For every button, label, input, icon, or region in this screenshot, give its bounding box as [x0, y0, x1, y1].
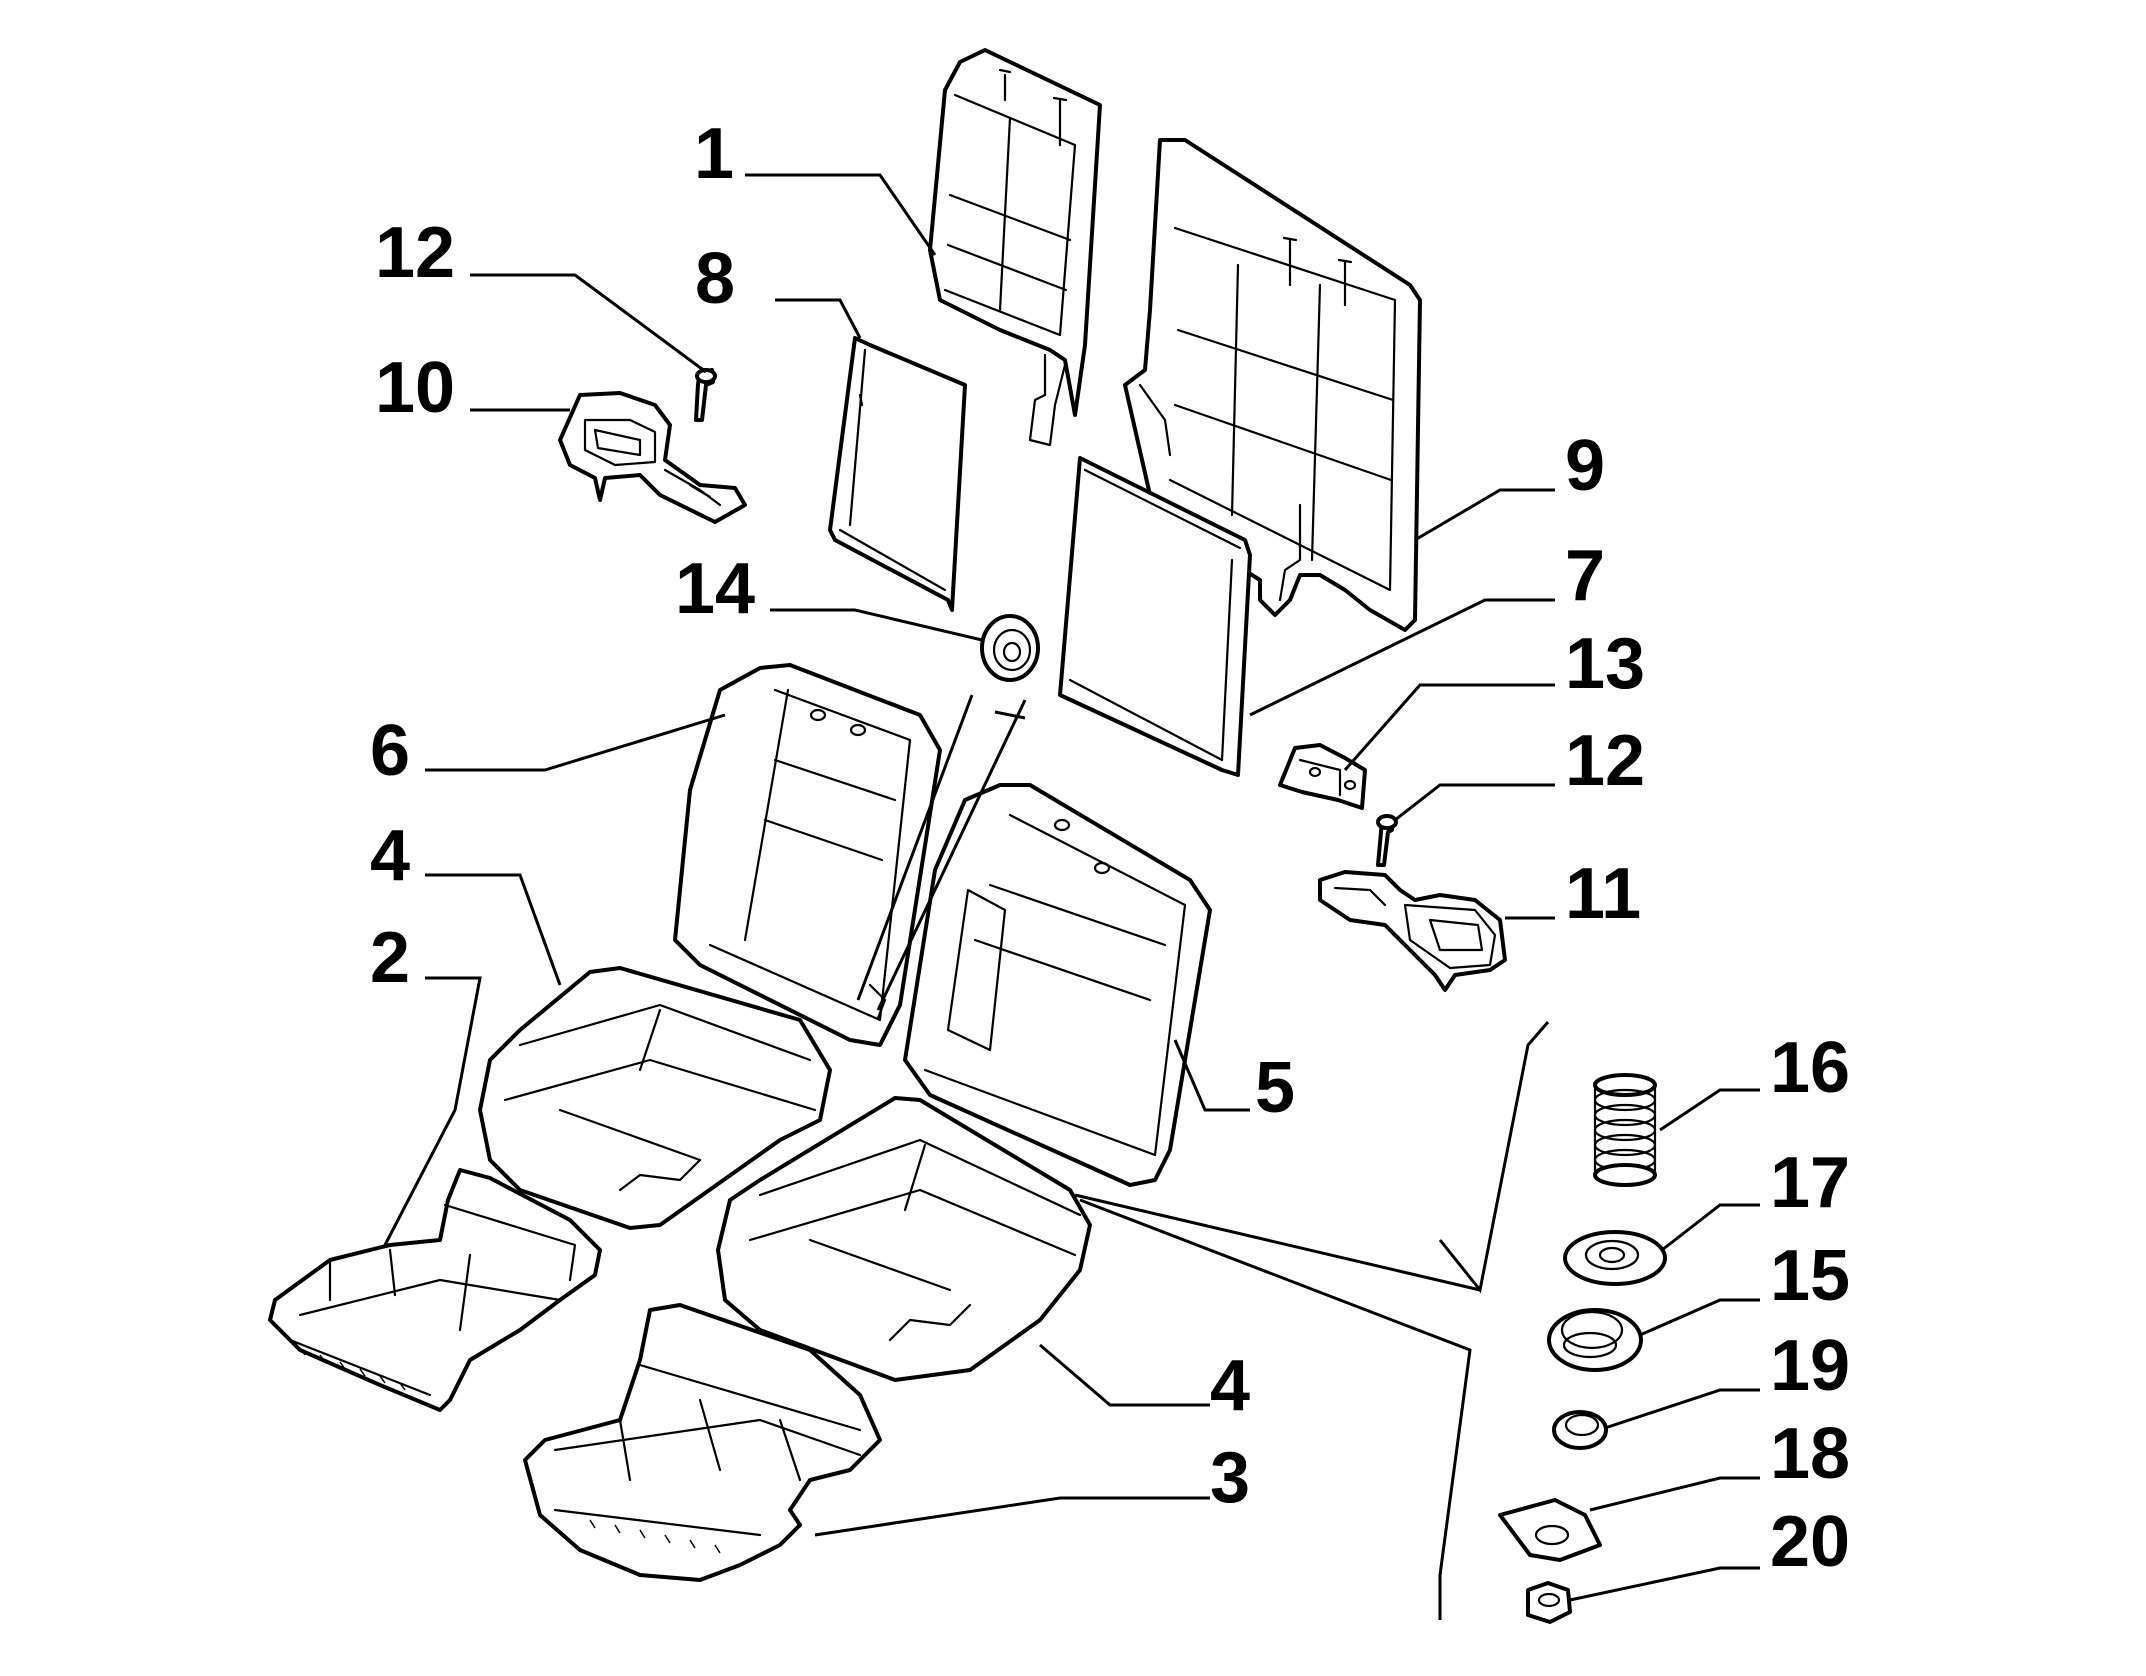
callout-5: 5	[1255, 1048, 1295, 1128]
leader-20	[1569, 1566, 1760, 1602]
leader-17	[1661, 1203, 1760, 1252]
part-7-back-panel-large	[1058, 456, 1252, 777]
guide-grommet-left	[856, 694, 974, 1001]
part-4-seat-cushion-left	[478, 966, 832, 1230]
part-11-hinge-bracket-right	[1318, 870, 1507, 992]
leader-1	[745, 173, 937, 256]
leader-12-upper	[470, 273, 707, 374]
part-19-bushing	[1552, 1410, 1608, 1450]
leader-4-left	[425, 873, 562, 986]
leader-16	[1659, 1088, 1760, 1132]
callout-2: 2	[370, 918, 410, 998]
leader-9	[1414, 488, 1555, 542]
part-13-bracket	[1278, 743, 1367, 810]
callout-6: 6	[370, 711, 410, 791]
part-12-bolt-lower	[1376, 814, 1398, 867]
callout-18: 18	[1770, 1414, 1850, 1494]
leader-12-lower	[1394, 783, 1555, 822]
part-16-spring	[1593, 1073, 1657, 1187]
callout-8: 8	[695, 239, 735, 319]
leader-6	[425, 713, 726, 772]
part-9-seat-back-frame-large	[1123, 138, 1422, 632]
callout-12-lower: 12	[1565, 721, 1645, 801]
leader-13	[1343, 683, 1555, 771]
leader-4-right	[1039, 1343, 1210, 1407]
part-4-seat-cushion-right	[716, 1096, 1092, 1382]
leader-19	[1604, 1388, 1760, 1430]
callout-7: 7	[1565, 536, 1605, 616]
part-3-seat-pan-right	[523, 1303, 882, 1582]
callout-13: 13	[1565, 624, 1645, 704]
part-10-hinge-bracket-left	[558, 391, 747, 524]
guide-cushion-lower	[1079, 1198, 1472, 1620]
leader-5	[1173, 1039, 1250, 1112]
leader-8	[775, 298, 862, 339]
part-2-seat-pan-left	[268, 1168, 602, 1412]
callout-16: 16	[1770, 1028, 1850, 1108]
leader-2	[383, 976, 482, 1246]
leader-15	[1639, 1298, 1760, 1337]
part-18-plate	[1498, 1498, 1602, 1562]
leader-7	[1249, 598, 1555, 717]
part-5-backrest-cushion-right	[903, 783, 1212, 1187]
callout-4-right: 4	[1210, 1346, 1250, 1426]
guide-spring-stack	[1438, 1021, 1550, 1294]
callout-20: 20	[1770, 1502, 1850, 1582]
callout-19: 19	[1770, 1326, 1850, 1406]
part-1-seat-back-frame-small	[928, 48, 1102, 447]
callout-labels: 1 12 8 10 9 14 7 13 6 12 4 11 2 16 5 17 …	[370, 114, 1850, 1582]
callout-3: 3	[1210, 1438, 1250, 1518]
guide-cushion-to-stack	[1074, 1193, 1481, 1292]
leader-18	[1589, 1476, 1760, 1512]
callout-15: 15	[1770, 1236, 1850, 1316]
guide-cross-top	[994, 710, 1026, 720]
guide-grommet-right	[876, 699, 1027, 1011]
callout-9: 9	[1565, 426, 1605, 506]
callout-4-left: 4	[370, 816, 410, 896]
callout-17: 17	[1770, 1143, 1850, 1223]
callout-10: 10	[375, 348, 455, 428]
callout-12-upper: 12	[375, 213, 455, 293]
part-17-spring-seat	[1563, 1230, 1667, 1286]
part-12-bolt-upper	[694, 368, 717, 422]
part-14-grommet	[980, 614, 1040, 682]
part-15-bump-stop	[1547, 1308, 1643, 1372]
part-6-backrest-cushion-left	[673, 663, 942, 1047]
leader-lines	[383, 173, 1760, 1620]
leader-14	[770, 608, 983, 642]
callout-1: 1	[694, 114, 734, 194]
callout-14: 14	[675, 549, 755, 629]
leader-3	[814, 1496, 1210, 1537]
part-8-back-panel-small	[828, 336, 967, 612]
callout-11: 11	[1565, 854, 1641, 934]
part-20-nut	[1526, 1581, 1572, 1624]
